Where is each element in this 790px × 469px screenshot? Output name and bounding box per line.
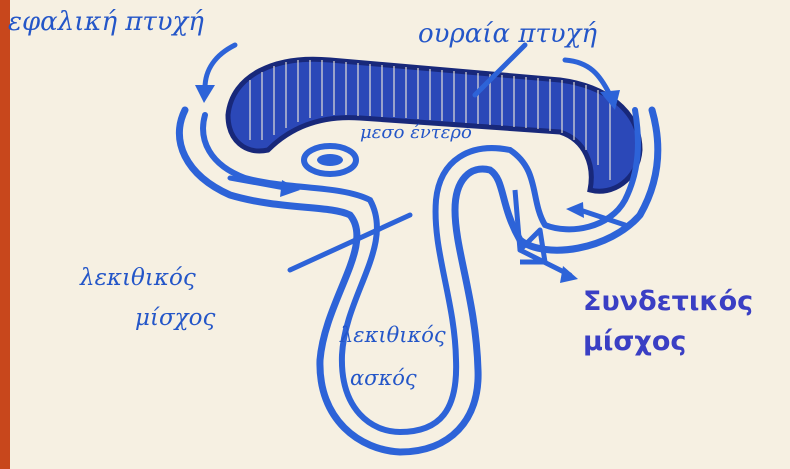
yolk-stalk-label-line2: μίσχος bbox=[135, 305, 215, 331]
yolk-sac-label-line2: ασκός bbox=[350, 366, 417, 390]
caudal-fold-label: ουραία πτυχή bbox=[418, 19, 597, 49]
cephalic-fold-label: εφαλική πτυχή bbox=[8, 7, 204, 37]
midgut-label: μεσο έντερο bbox=[360, 122, 472, 143]
heart-structure bbox=[304, 146, 356, 174]
connecting-stalk-label-line1: Συνδετικός bbox=[583, 286, 753, 317]
arrowhead-icon bbox=[566, 202, 584, 218]
yolk-sac-label-line1: λεκιθικός bbox=[339, 323, 446, 347]
yolk-stalk-label-line1: λεκιθικός bbox=[79, 265, 196, 291]
arrowhead-icon bbox=[195, 85, 215, 103]
connecting-stalk-label-line2: μίσχος bbox=[583, 326, 686, 357]
arrowhead-icon bbox=[560, 266, 578, 283]
cephalic-fold-arrow bbox=[205, 45, 235, 88]
outer-contour bbox=[179, 110, 657, 452]
inner-contour bbox=[203, 110, 638, 432]
